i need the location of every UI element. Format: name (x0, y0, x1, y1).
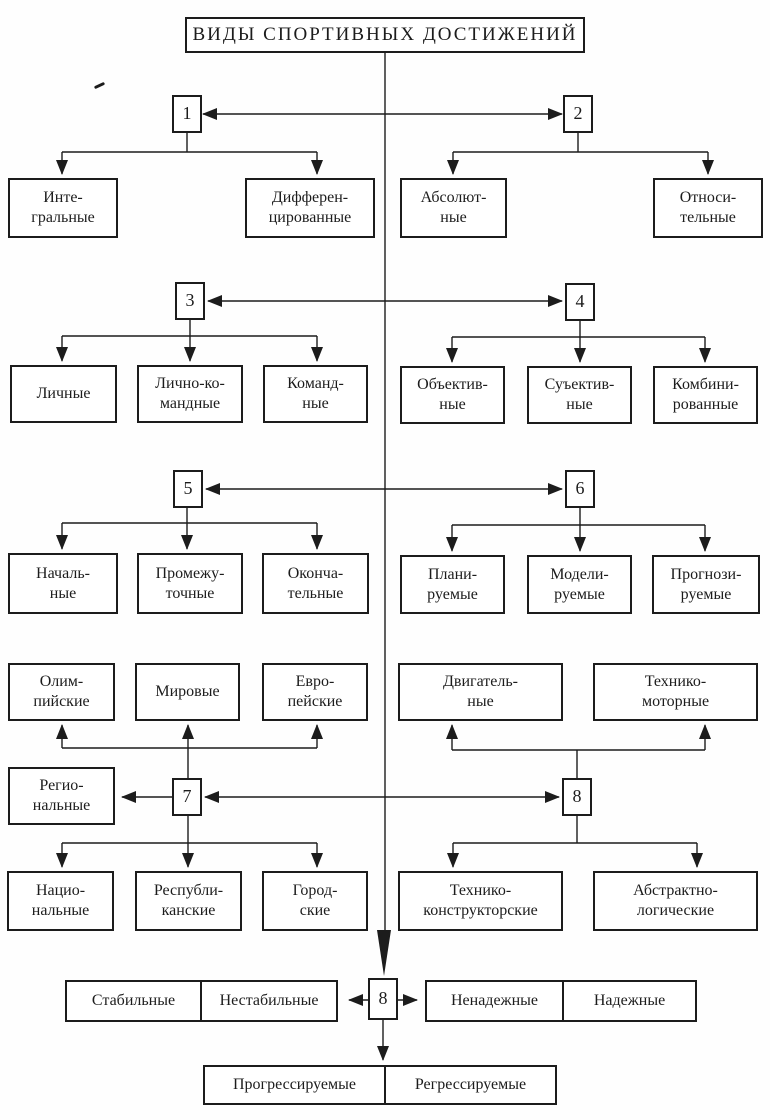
cell-progressing: Прогрессируемые (232, 1076, 357, 1094)
box-european: Евро- пейские (262, 663, 368, 721)
node-9-badge: 8 (368, 978, 398, 1020)
box-technical-design: Технико- конструкторские (398, 871, 563, 931)
box-absolute: Абсолют- ные (400, 178, 507, 238)
cell-unreliable: Ненадежные (450, 992, 539, 1010)
node-8-badge: 8 (562, 778, 592, 816)
box-technical-motor: Технико- моторные (593, 663, 758, 721)
node-7-badge: 7 (172, 778, 202, 816)
box-world: Мировые (135, 663, 240, 721)
node-3-badge: 3 (175, 282, 205, 320)
box-combined: Комбини- рованные (653, 366, 758, 424)
box-final: Оконча- тельные (262, 553, 369, 614)
pair-reliability: Ненадежные Надежные (425, 980, 697, 1022)
box-forecasted: Прогнози- руемые (652, 555, 760, 614)
cell-stable: Стабильные (91, 992, 176, 1010)
box-city: Город- ские (262, 871, 368, 931)
box-relative: Относи- тельные (653, 178, 763, 238)
box-regional: Регио- нальные (8, 767, 115, 825)
box-personal: Личные (10, 365, 117, 423)
node-5-badge: 5 (173, 470, 203, 508)
node-1-badge: 1 (172, 95, 202, 133)
box-modeled: Модели- руемые (527, 555, 632, 614)
box-personal-team: Лично-ко- мандные (137, 365, 243, 423)
node-6-badge: 6 (565, 470, 595, 508)
thick-down-arrow (377, 930, 391, 976)
cell-regressing: Регрессируемые (384, 1067, 555, 1103)
cell-reliable: Надежные (562, 982, 695, 1020)
box-republican: Республи- канские (135, 871, 242, 931)
box-differentiated: Дифферен- цированные (245, 178, 375, 238)
box-abstract-logical: Абстрактно- логические (593, 871, 758, 931)
pair-progression: Прогрессируемые Регрессируемые (203, 1065, 557, 1105)
box-subjective: Суъектив- ные (527, 366, 632, 424)
box-planned: Плани- руемые (400, 555, 505, 614)
box-objective: Объектив- ные (400, 366, 505, 424)
pair-stability: Стабильные Нестабильные (65, 980, 338, 1022)
box-national: Нацио- нальные (7, 871, 114, 931)
diagram-title: ВИДЫ СПОРТИВНЫХ ДОСТИЖЕНИЙ (185, 17, 585, 53)
box-olympic: Олим- пийские (8, 663, 115, 721)
node-4-badge: 4 (565, 283, 595, 321)
cell-unstable: Нестабильные (200, 982, 336, 1020)
box-integral: Инте- гральные (8, 178, 118, 238)
node-2-badge: 2 (563, 95, 593, 133)
box-motor: Двигатель- ные (398, 663, 563, 721)
box-intermediate: Промежу- точные (137, 553, 243, 614)
box-team: Команд- ные (263, 365, 368, 423)
box-initial: Началь- ные (8, 553, 118, 614)
